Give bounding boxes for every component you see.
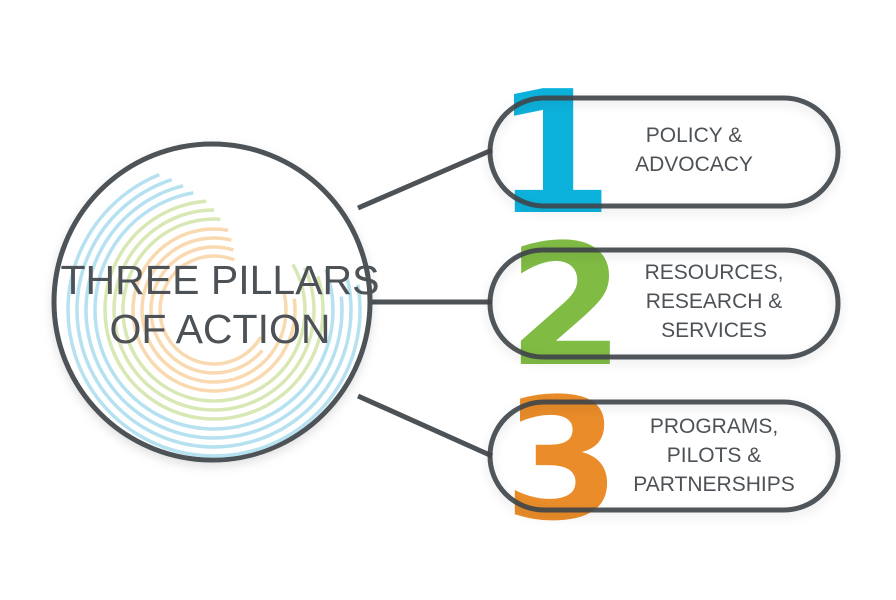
pillar-2-line3: SERVICES	[661, 319, 767, 342]
pillar-3-line1: PROGRAMS,	[650, 415, 778, 438]
spiral-arc	[121, 217, 307, 403]
spiral-arc	[158, 254, 263, 366]
spiral-arc	[112, 208, 316, 412]
connector-line-1	[357, 147, 493, 211]
spiral-arcs	[66, 173, 362, 458]
pillar-number-1: 1	[495, 55, 613, 253]
spiral-arc	[93, 191, 335, 431]
spiral-arc	[75, 178, 353, 449]
hub-title-line1: THREE PILLARS	[61, 257, 380, 303]
spiral-arc	[149, 245, 264, 375]
spiral-arc	[131, 227, 297, 393]
pillar-1-line2: ADVOCACY	[635, 153, 753, 176]
pillar-2-line1: RESOURCES,	[645, 261, 784, 284]
spiral-arc	[84, 184, 344, 440]
pillar-1: POLICY & ADVOCACY	[487, 95, 841, 209]
pillar-3-line2: PILOTS &	[667, 444, 762, 467]
connector-line-3	[356, 393, 494, 459]
hub-title-line2: OF ACTION	[110, 306, 331, 352]
pillar-number-2: 2	[508, 208, 625, 404]
pillar-1-line1: POLICY &	[646, 124, 743, 147]
pillar-number-3: 3	[504, 362, 621, 558]
spiral-arc	[66, 173, 362, 458]
pillar-2-line2: RESEARCH &	[646, 290, 783, 313]
hub-circle: THREE PILLARS OF ACTION	[51, 141, 380, 463]
pillar-3-line3: PARTNERSHIPS	[633, 473, 794, 496]
pillar-3: PROGRAMS, PILOTS & PARTNERSHIPS	[487, 399, 841, 513]
pillar-2: RESOURCES, RESEARCH & SERVICES	[487, 247, 841, 360]
spiral-arc	[103, 199, 325, 421]
spiral-arc	[140, 236, 288, 384]
